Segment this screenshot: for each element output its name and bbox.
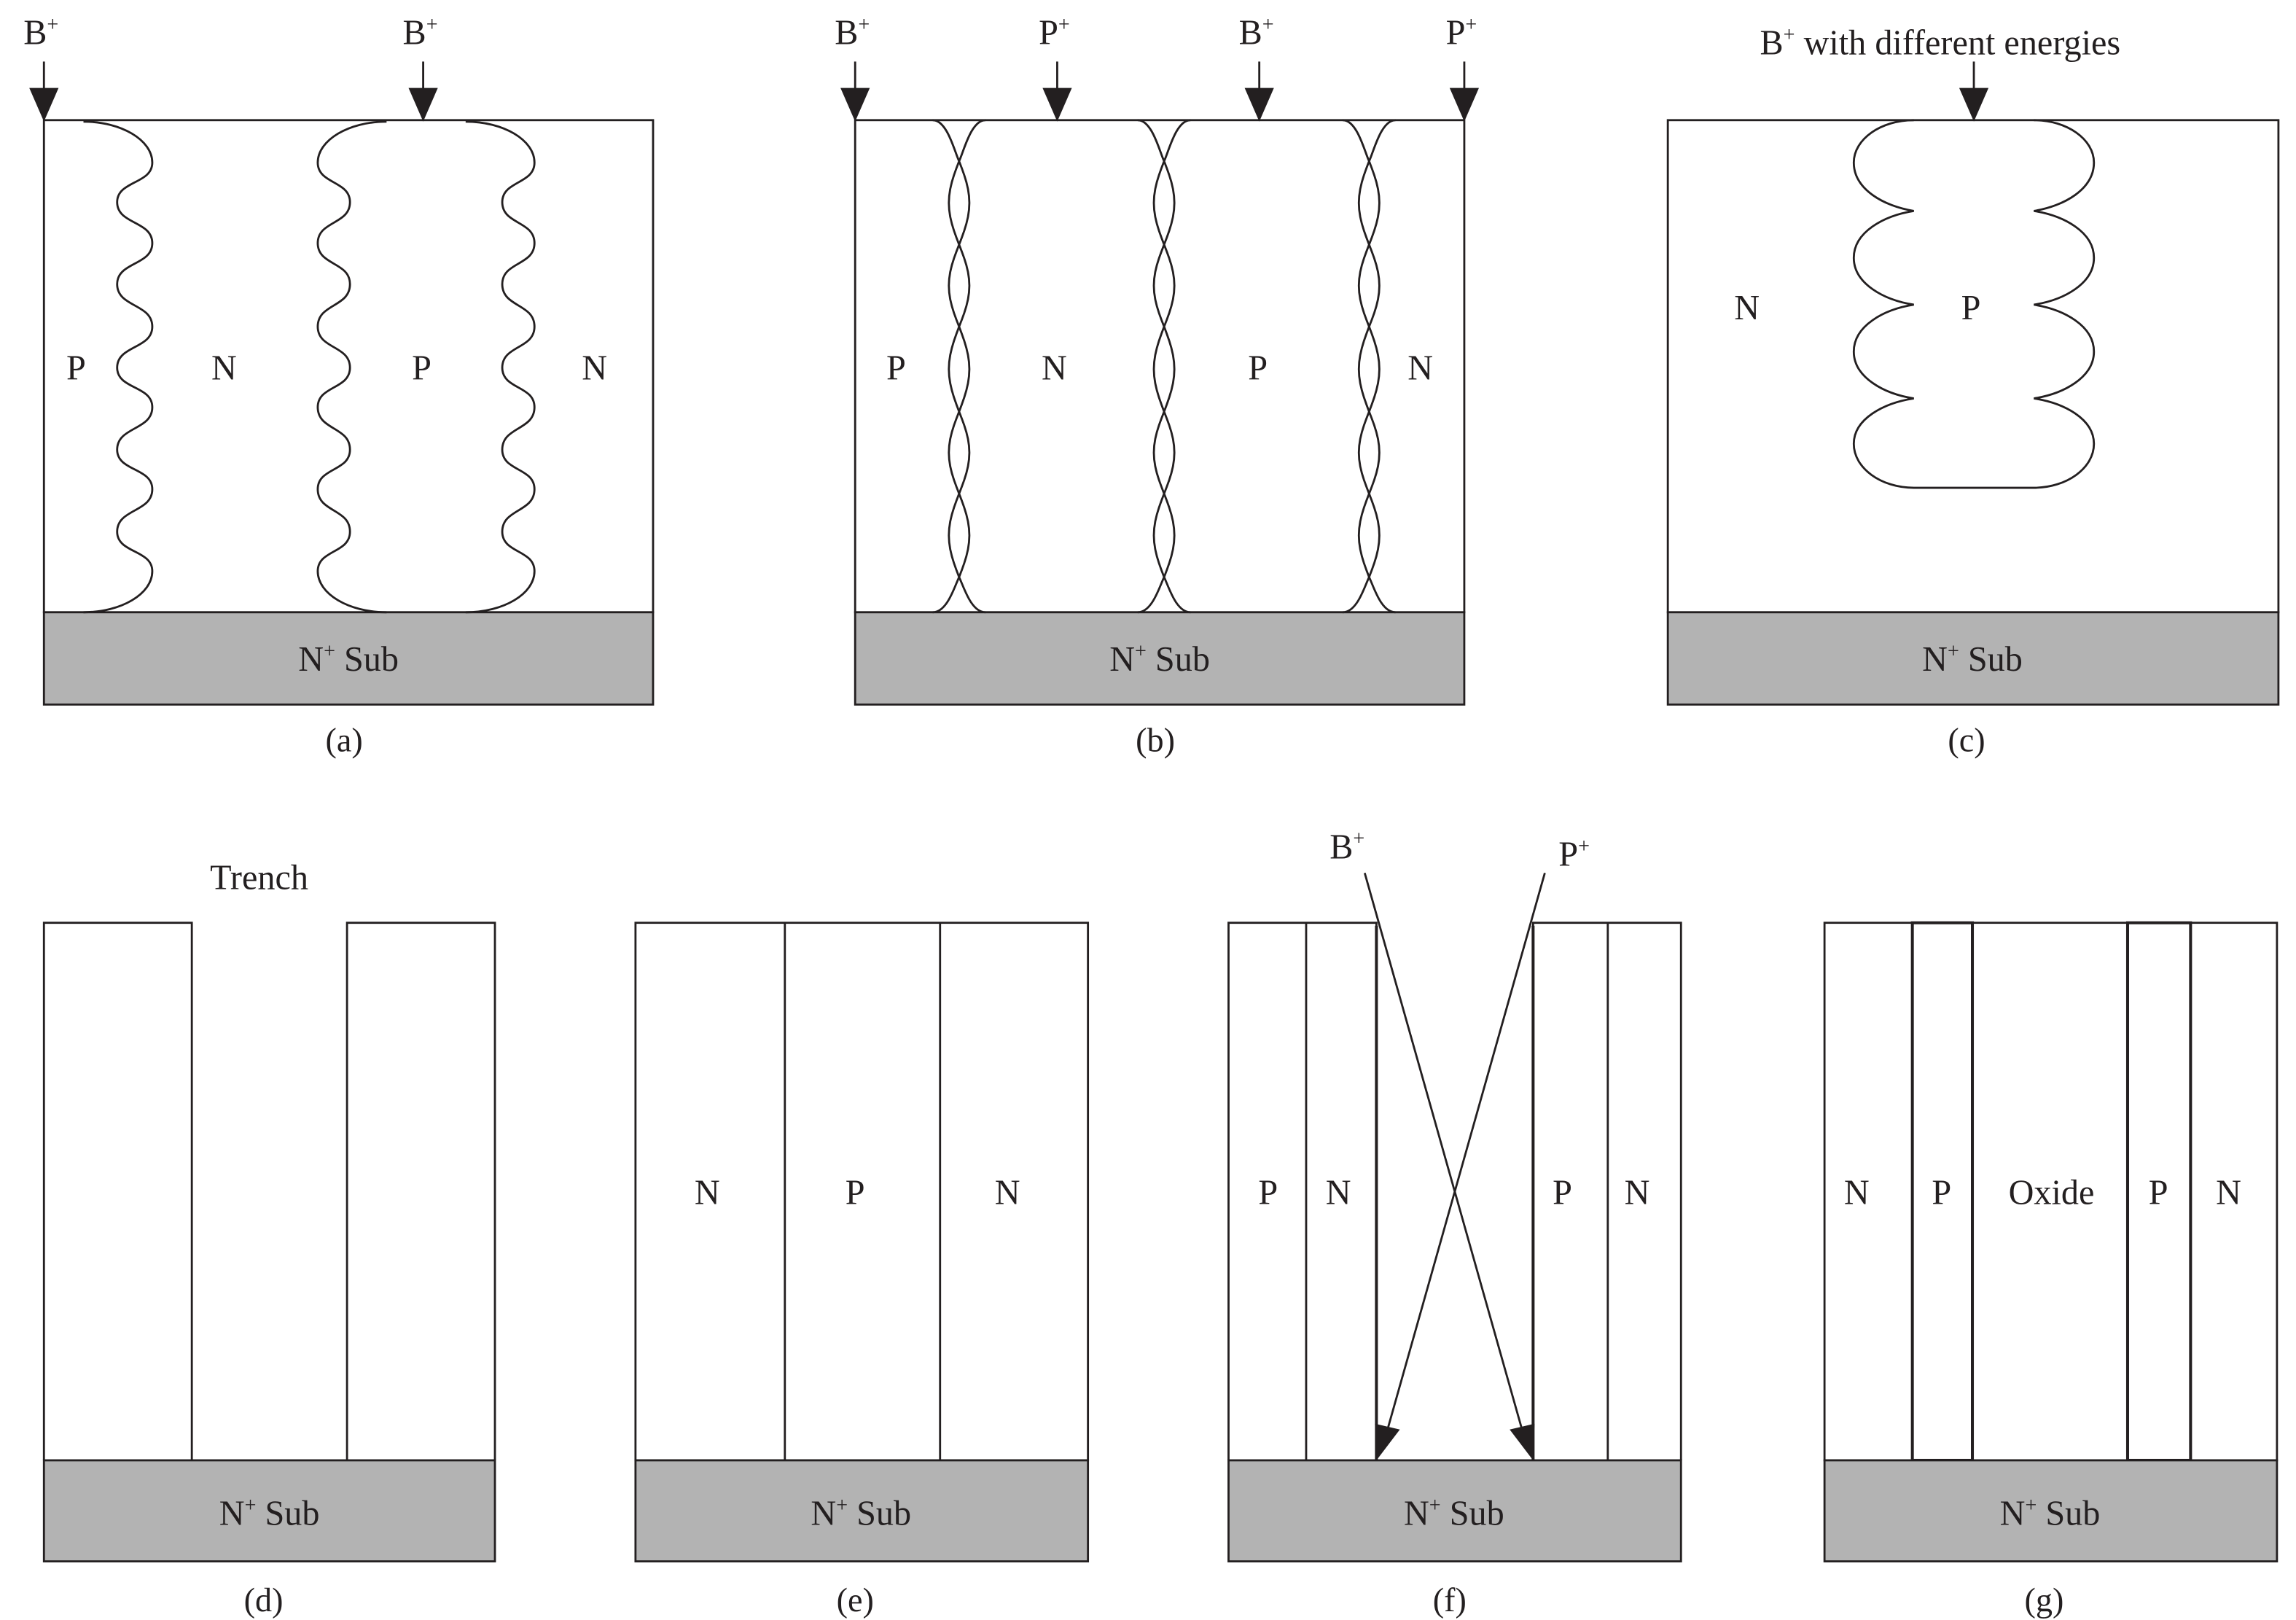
region-label: P: [846, 1173, 865, 1212]
ion-arrow-icon: [407, 61, 440, 123]
pn-junction-boundary: [1152, 119, 1191, 614]
region-label: N: [1407, 348, 1433, 387]
ion-arrow-icon: [1041, 61, 1073, 123]
panel-c: B+ with different energies N P N+ Sub (c…: [1666, 23, 2280, 759]
region-label: P: [1961, 289, 1981, 327]
ion-label: B+: [835, 13, 870, 52]
pn-junction-boundary: [1357, 119, 1396, 614]
ion-arrow-icon: [28, 61, 60, 123]
panel-a: B+ B+ P N P N N+ Sub (a): [23, 13, 655, 759]
substrate: [42, 611, 655, 706]
pn-junction-boundary: [83, 120, 154, 614]
panel-caption: (b): [1136, 722, 1175, 759]
panel-b: B+ P+ B+ P+ P N P N N+ Sub (b): [835, 13, 1480, 759]
region-label: P: [2149, 1173, 2168, 1212]
drift-region: [1666, 119, 2280, 614]
oxide-label: Oxide: [2009, 1173, 2095, 1212]
region-label: P: [1553, 1173, 1572, 1212]
region-label: N: [2216, 1173, 2241, 1212]
trench-walls: [42, 922, 496, 1460]
ion-label: P+: [1558, 835, 1590, 873]
region-label: N: [1734, 289, 1760, 327]
ion-arrow-icon: [1958, 61, 1990, 123]
region-label: N: [1625, 1173, 1650, 1212]
panel-caption: (a): [325, 722, 362, 759]
panel-caption: (c): [1948, 722, 1985, 759]
region-label: P: [1932, 1173, 1951, 1212]
panel-caption: (d): [244, 1581, 284, 1619]
pn-junction-boundary: [932, 119, 971, 614]
substrate: [1227, 1459, 1682, 1562]
substrate-label: N+ Sub: [1404, 1494, 1504, 1533]
ion-arrow-icon: [1448, 61, 1480, 123]
region-label: N: [1844, 1173, 1870, 1212]
panel-caption: (e): [837, 1581, 874, 1619]
region-label: N: [695, 1173, 720, 1212]
region-label: P: [886, 348, 906, 387]
pn-junction-boundary: [465, 120, 536, 614]
tilted-implant-arrow-b-icon: [1363, 873, 1535, 1460]
panel-caption: (g): [2025, 1581, 2064, 1619]
panel-f: B+ P+ P N P N N+ Sub (f): [1227, 827, 1682, 1619]
ion-label: B+: [1329, 827, 1364, 866]
substrate-label: N+ Sub: [1109, 640, 1210, 679]
pn-junction-boundary: [316, 120, 387, 614]
ion-arrow-icon: [1243, 61, 1276, 123]
region-label: P: [1248, 348, 1268, 387]
substrate: [42, 1459, 496, 1562]
substrate-label: N+ Sub: [298, 640, 399, 679]
ion-label: B+: [403, 13, 438, 52]
ion-label: B+ with different energies: [1760, 23, 2121, 62]
region-label: N: [1326, 1173, 1351, 1212]
pn-junction-boundary: [948, 119, 986, 614]
region-label: P: [1258, 1173, 1278, 1212]
drift-region: [854, 119, 1466, 614]
region-label: N: [582, 348, 607, 387]
substrate: [854, 611, 1466, 706]
ion-label: P+: [1446, 13, 1477, 52]
ion-label: P+: [1039, 13, 1070, 52]
substrate-label: N+ Sub: [2000, 1494, 2101, 1533]
substrate-label: N+ Sub: [219, 1494, 320, 1533]
substrate-label: N+ Sub: [1922, 640, 2023, 679]
region-label: P: [66, 348, 86, 387]
region-label: P: [412, 348, 432, 387]
panel-caption: (f): [1433, 1581, 1467, 1619]
tilted-implant-arrow-p-icon: [1375, 873, 1546, 1460]
ion-label: B+: [1239, 13, 1274, 52]
region-label: N: [995, 1173, 1020, 1212]
substrate: [1666, 611, 2280, 706]
panel-g: N P Oxide P N N+ Sub (g): [1823, 921, 2279, 1619]
substrate: [634, 1459, 1090, 1562]
pn-junction-boundary: [1137, 119, 1176, 614]
p-well-boundary: [1852, 119, 2096, 489]
panel-e: N P N N+ Sub (e): [634, 922, 1090, 1619]
region-label: N: [211, 348, 237, 387]
ion-label: B+: [23, 13, 58, 52]
ion-arrow-icon: [839, 61, 871, 123]
pn-junction-boundary: [1342, 119, 1381, 614]
trench-label: Trench: [210, 858, 308, 897]
substrate-label: N+ Sub: [811, 1494, 911, 1533]
substrate: [1823, 1459, 2279, 1562]
panel-d: Trench N+ Sub (d): [42, 858, 496, 1619]
region-label: N: [1042, 348, 1067, 387]
